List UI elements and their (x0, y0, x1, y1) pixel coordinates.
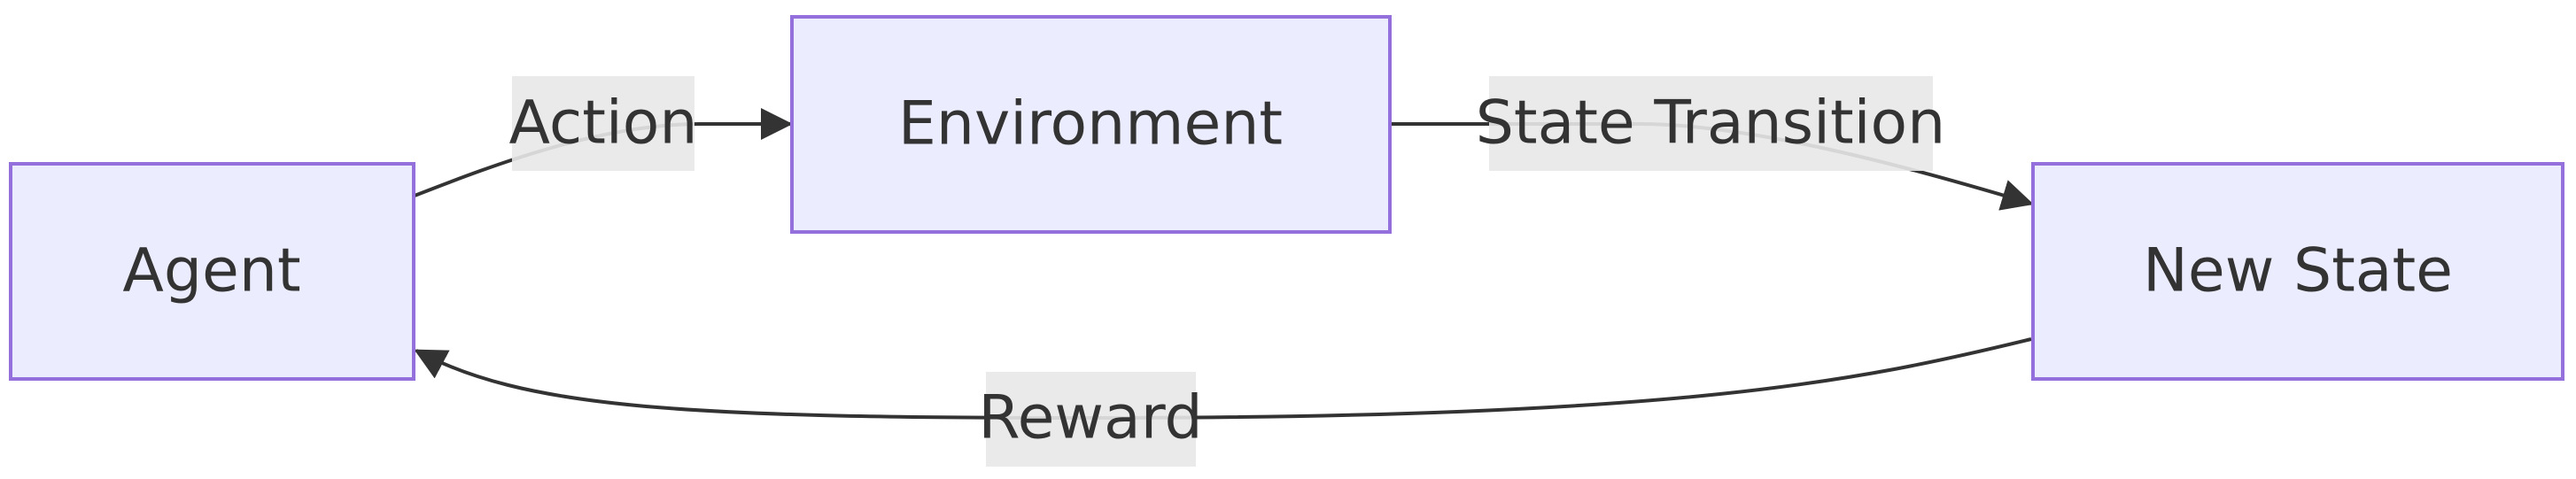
node-new-state[interactable]: New State (2031, 162, 2564, 381)
node-environment[interactable]: Environment (790, 15, 1392, 234)
edge-label-reward: Reward (978, 372, 1203, 467)
edge-label-state-transition: State Transition (1476, 76, 1945, 171)
node-environment-label: Environment (898, 89, 1283, 159)
edge-label-action-text: Action (509, 89, 698, 158)
node-agent[interactable]: Agent (9, 162, 415, 381)
edge-label-action: Action (509, 76, 698, 171)
node-new-state-label: New State (2143, 236, 2453, 306)
edge-reward (414, 337, 2032, 421)
edge-label-reward-text: Reward (978, 383, 1202, 453)
node-agent-label: Agent (122, 236, 300, 306)
edge-label-state-transition-text: State Transition (1476, 89, 1945, 158)
